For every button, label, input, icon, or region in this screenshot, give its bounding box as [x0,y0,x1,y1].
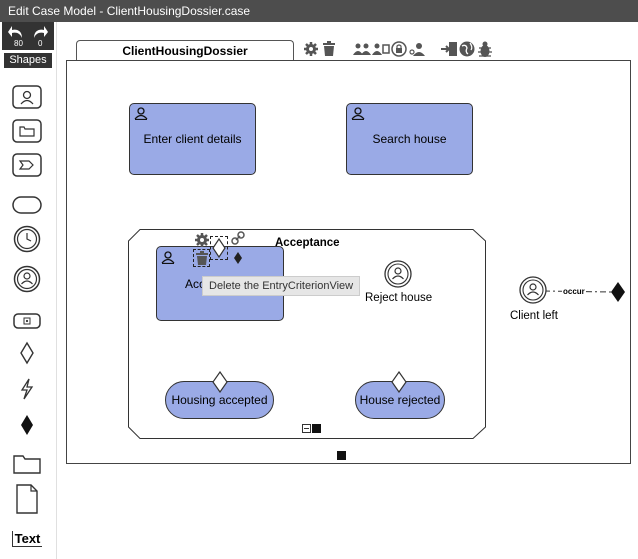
milestone-shape[interactable] [10,304,44,338]
case-task-shape[interactable] [10,114,44,148]
task-search-house[interactable]: Search house [346,103,473,175]
globe-icon[interactable] [458,40,476,58]
undo-redo-bar: 80 0 [2,22,54,50]
user-event-shape[interactable] [10,262,44,296]
window-title: Edit Case Model - ClientHousingDossier.c… [8,4,251,18]
case-task-icon [12,119,42,143]
element-settings-gear-icon[interactable] [194,232,210,248]
milestone-house-rejected[interactable]: House rejected [355,381,445,419]
exit-criterion-icon[interactable] [610,281,626,303]
settings-gear-icon[interactable] [303,41,319,57]
text-tool[interactable]: Text [10,522,44,556]
timer-event-icon [13,225,41,253]
exit-criterion-icon [21,415,33,435]
human-task-icon [161,251,175,264]
roles-icon[interactable] [372,42,390,56]
window-title-bar: Edit Case Model - ClientHousingDossier.c… [0,0,638,22]
entry-criterion-icon[interactable] [391,371,407,393]
timer-event-shape[interactable] [10,222,44,256]
case-tab[interactable]: ClientHousingDossier [76,40,294,61]
entry-criterion-diamond-icon [212,238,226,258]
human-task-icon [12,85,42,109]
document-icon [16,484,38,514]
task-enter-client-details[interactable]: Enter client details [129,103,256,175]
stage-label: Acceptance [275,237,340,249]
event-label: Client left [510,310,558,322]
undo-count: 80 [14,39,23,48]
task-label: Enter client details [143,132,242,146]
human-task-icon [134,107,148,120]
team-icon[interactable] [352,42,372,56]
milestone-icon [13,313,41,329]
shapes-header: Shapes [4,53,52,68]
entry-criterion-shape[interactable] [10,336,44,370]
stage-exit-marker[interactable] [312,424,321,433]
milestone-label: Housing accepted [171,393,268,407]
undo-icon[interactable] [8,24,26,40]
text-tool-label: Text [11,531,43,547]
user-key-icon[interactable] [409,41,427,57]
case-tab-label: ClientHousingDossier [122,44,248,58]
process-task-icon [12,153,42,177]
user-event-client-left[interactable] [518,275,548,305]
entry-criterion-icon [20,341,34,365]
redo-icon[interactable] [30,24,48,40]
case-file-item-shape[interactable] [10,446,44,480]
process-task-shape[interactable] [10,148,44,182]
trash-icon[interactable] [322,41,336,57]
tooltip: Delete the EntryCriterionView [202,276,361,296]
lightning-icon [20,378,34,400]
case-lock-icon[interactable] [391,41,407,57]
entry-criterion-selection[interactable] [210,236,228,260]
user-event-reject-house[interactable] [383,259,413,289]
redo-count: 0 [38,39,43,48]
stage-shape[interactable] [10,188,44,222]
user-event-icon [13,265,41,293]
sentry-event-shape[interactable] [10,372,44,406]
stage-icon [12,196,42,214]
deploy-icon[interactable] [440,41,458,57]
collapse-toggle[interactable] [302,424,311,433]
link-icon[interactable] [230,230,246,246]
connector-label: occur [562,287,586,296]
delete-trash-icon[interactable] [196,251,208,265]
human-task-icon [351,107,365,120]
task-label: Acc [185,276,206,291]
task-label: Search house [372,132,447,146]
exit-criterion-small-icon[interactable] [234,252,242,264]
connector-client-left[interactable] [543,290,613,293]
debug-bug-icon[interactable] [477,40,493,58]
document-shape[interactable] [10,482,44,516]
milestone-label: House rejected [359,393,441,407]
folder-icon [13,455,41,474]
exit-criterion-shape[interactable] [10,408,44,442]
delete-selection-box[interactable] [193,249,210,267]
human-task-shape[interactable] [10,80,44,114]
case-plan-marker[interactable] [337,451,346,460]
event-label: Reject house [365,292,433,304]
entry-criterion-icon[interactable] [212,371,228,393]
